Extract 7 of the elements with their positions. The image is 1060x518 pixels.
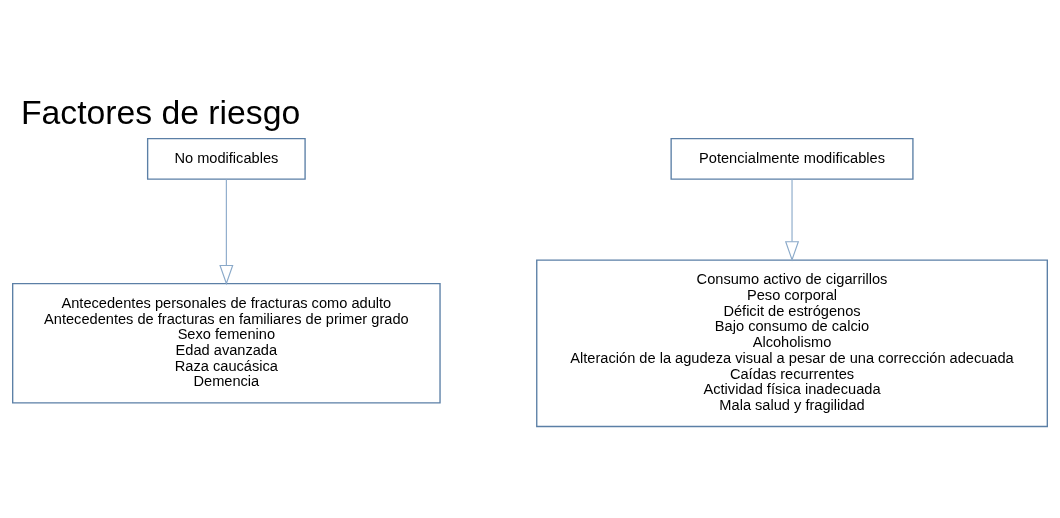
node-box: Antecedentes personales de fracturas como adulto Antecedentes de fracturas en familiares de primer grado Sexo femenino Edad avanzada Raza caucásica Demencia [12,282,441,404]
diagram-title: Factores de riesgo [20,92,301,131]
arrow [219,178,234,285]
node-box: Potencialmente modificables [670,137,914,180]
node-box: No modificables [146,137,306,180]
node-box: Consumo activo de cigarrillos Peso corporal Déficit de estrógenos Bajo consumo de calcio Alcoholismo Alteración de la agudeza visual a pesar de una corrección adecuada Caídas recurrentes Actividad física inadecuada Mala salud y fragilidad [536,258,1048,427]
arrow [784,178,800,261]
